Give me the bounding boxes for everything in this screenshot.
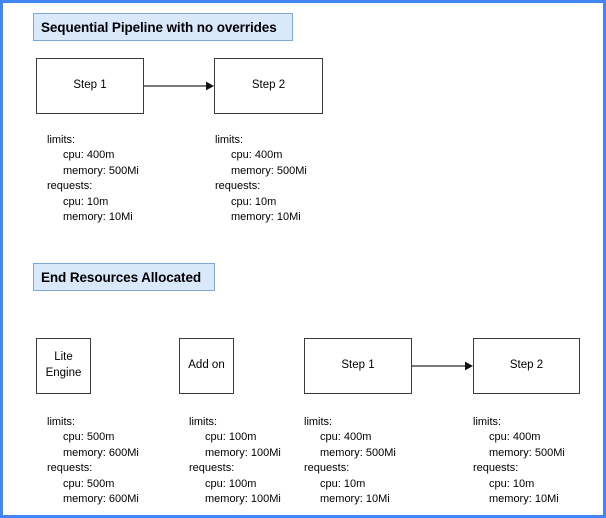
node-step-1-end-resources[interactable]: Step 1 <box>304 338 412 394</box>
limits-cpu: cpu: 400m <box>231 149 283 162</box>
arrow-step1-to-step2-end-resources <box>412 361 473 371</box>
node-label-line2: Engine <box>45 367 82 379</box>
limits-cpu: cpu: 400m <box>320 431 372 444</box>
requests-label: requests: <box>473 462 519 475</box>
node-label: Step 2 <box>251 79 286 92</box>
limits-cpu: cpu: 100m <box>205 431 257 444</box>
requests-cpu: cpu: 100m <box>205 477 257 490</box>
limits-label: limits: <box>304 416 333 428</box>
limits-memory: memory: 500Mi <box>231 164 307 177</box>
node-lite-engine[interactable]: Lite Engine <box>36 338 91 394</box>
resource-block-step2-end-resources: limits: cpu: 400m memory: 500Mi requests… <box>473 415 565 507</box>
requests-memory: memory: 10Mi <box>231 211 301 224</box>
limits-cpu: cpu: 400m <box>489 431 541 444</box>
limits-cpu: cpu: 400m <box>63 149 115 162</box>
limits-memory: memory: 500Mi <box>489 446 565 459</box>
node-label-line1: Add on <box>188 359 225 372</box>
arrow-step1-to-step2-sequential <box>144 81 214 91</box>
resource-block-step1-end-resources: limits: cpu: 400m memory: 500Mi requests… <box>304 415 396 507</box>
requests-cpu: cpu: 10m <box>231 195 277 208</box>
requests-memory: memory: 100Mi <box>205 493 281 506</box>
requests-cpu: cpu: 500m <box>63 477 115 490</box>
limits-memory: memory: 100Mi <box>205 446 281 459</box>
node-label: Step 1 <box>73 79 107 92</box>
resource-block-step1-sequential: limits: cpu: 400m memory: 500Mi requests… <box>47 133 139 225</box>
requests-cpu: cpu: 10m <box>489 477 535 490</box>
requests-label: requests: <box>189 462 235 475</box>
node-label-line1: Lite <box>54 351 73 364</box>
limits-label: limits: <box>215 134 244 146</box>
resource-block-add-on: limits: cpu: 100m memory: 100Mi requests… <box>189 415 281 507</box>
resource-block-step2-sequential: limits: cpu: 400m memory: 500Mi requests… <box>215 133 307 225</box>
limits-label: limits: <box>189 416 218 428</box>
node-step-1-sequential[interactable]: Step 1 <box>36 58 144 114</box>
limits-cpu: cpu: 500m <box>63 431 115 444</box>
requests-label: requests: <box>215 180 261 193</box>
requests-memory: memory: 10Mi <box>489 493 559 506</box>
requests-cpu: cpu: 10m <box>320 477 366 490</box>
requests-memory: memory: 600Mi <box>63 493 139 506</box>
requests-label: requests: <box>47 462 93 475</box>
node-step-2-sequential[interactable]: Step 2 <box>214 58 323 114</box>
limits-memory: memory: 500Mi <box>320 446 396 459</box>
limits-memory: memory: 500Mi <box>63 164 139 177</box>
requests-label: requests: <box>304 462 350 475</box>
section-title-sequential-pipeline: Sequential Pipeline with no overrides <box>33 13 293 41</box>
requests-cpu: cpu: 10m <box>63 195 109 208</box>
node-step-2-end-resources[interactable]: Step 2 <box>473 338 580 394</box>
limits-label: limits: <box>47 416 76 428</box>
section-title-end-resources-allocated: End Resources Allocated <box>33 263 215 291</box>
limits-memory: memory: 600Mi <box>63 446 139 459</box>
node-label-line1: Step 2 <box>509 359 544 372</box>
requests-memory: memory: 10Mi <box>63 211 133 224</box>
resource-block-lite-engine: limits: cpu: 500m memory: 600Mi requests… <box>47 415 139 507</box>
limits-label: limits: <box>47 134 76 146</box>
limits-label: limits: <box>473 416 502 428</box>
node-label-line1: Step 1 <box>341 359 375 372</box>
requests-memory: memory: 10Mi <box>320 493 390 506</box>
requests-label: requests: <box>47 180 93 193</box>
node-add-on[interactable]: Add on <box>179 338 234 394</box>
